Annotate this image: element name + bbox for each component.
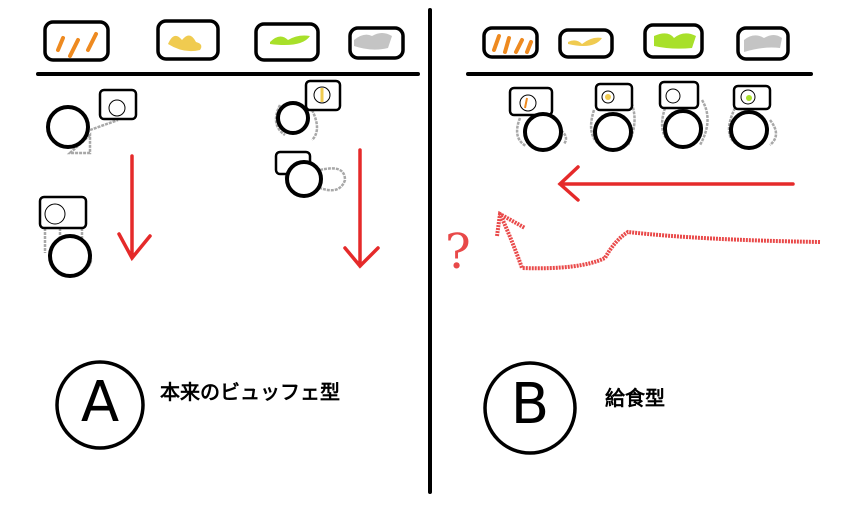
person-head: [48, 234, 92, 278]
plate: [665, 88, 681, 104]
flow-arrow-down: [343, 148, 380, 269]
plate: [519, 94, 537, 112]
plate: [44, 203, 66, 225]
flow-arrow-left: [557, 165, 795, 202]
plate: [108, 99, 126, 117]
confused-flow-arrow: [495, 210, 821, 271]
panel-a-label: 本来のビュッフェ型: [160, 380, 340, 404]
person-head: [46, 105, 90, 149]
person-head: [593, 112, 633, 152]
panel-b-badge: [483, 361, 577, 455]
person-head: [729, 110, 769, 150]
panel-b-label: 給食型: [605, 386, 665, 410]
person-head: [523, 112, 563, 152]
question-mark: ?: [445, 224, 471, 280]
food-trays-a: [43, 19, 405, 62]
panel-a-letter: A: [80, 370, 120, 435]
food-trays-b: [482, 23, 790, 61]
panel-a-badge: [55, 360, 145, 450]
panel-b-letter: B: [510, 372, 550, 437]
person-head: [285, 160, 323, 198]
person-head: [276, 101, 310, 135]
person-head: [663, 109, 703, 149]
flow-arrow-down: [117, 154, 152, 262]
